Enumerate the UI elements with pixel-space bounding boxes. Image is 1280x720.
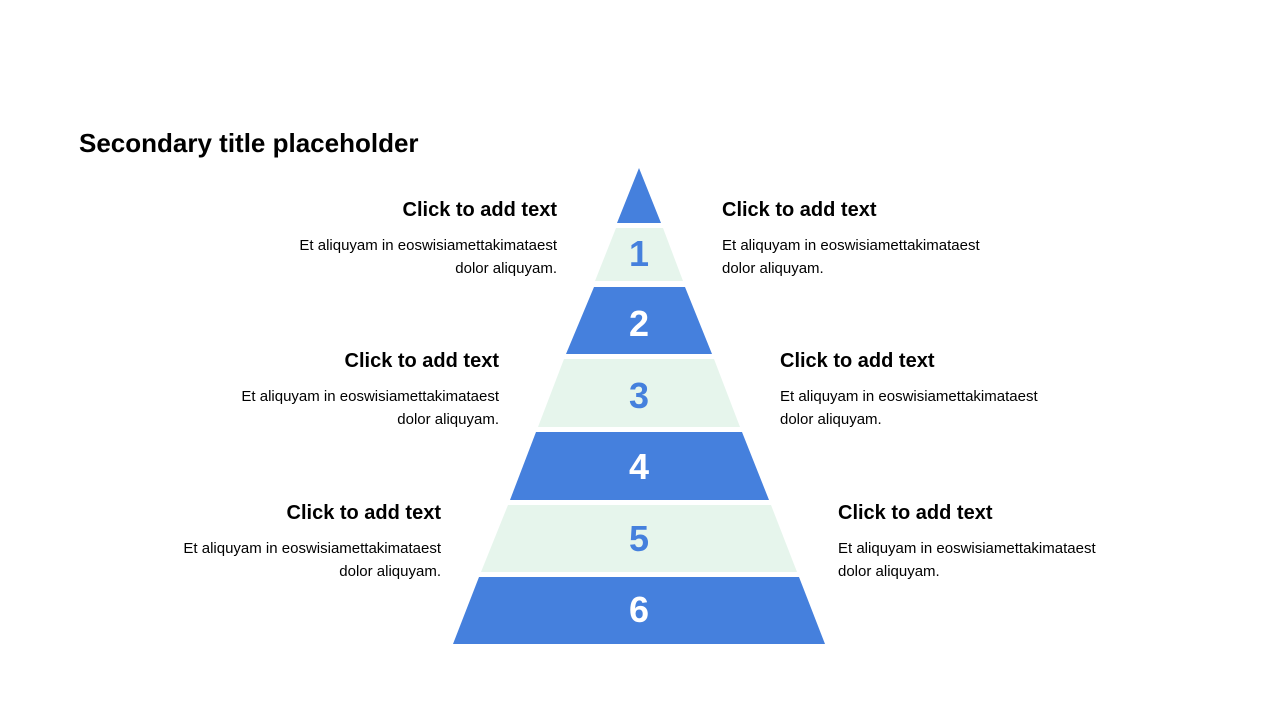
level-number-1: 1 bbox=[629, 233, 649, 274]
block-description: Et aliquyam in eoswisiamettakimataest dol… bbox=[257, 234, 557, 280]
desc-line: dolor aliquyam. bbox=[838, 563, 940, 580]
block-description: Et aliquyam in eoswisiamettakimataest dol… bbox=[199, 385, 499, 431]
desc-line: Et aliquyam in eoswisiamettakimataest bbox=[780, 388, 1038, 405]
block-description: Et aliquyam in eoswisiamettakimataest dol… bbox=[838, 537, 1138, 583]
level-number-6: 6 bbox=[629, 589, 649, 630]
text-block-right-2[interactable]: Click to add text Et aliquyam in eoswisi… bbox=[780, 349, 1080, 431]
text-block-left-1[interactable]: Click to add text Et aliquyam in eoswisi… bbox=[257, 198, 557, 280]
block-description: Et aliquyam in eoswisiamettakimataest dol… bbox=[722, 234, 1022, 280]
pyramid-level-2[interactable] bbox=[566, 287, 712, 354]
pyramid-apex bbox=[617, 168, 661, 223]
desc-line: dolor aliquyam. bbox=[780, 411, 882, 428]
text-block-right-3[interactable]: Click to add text Et aliquyam in eoswisi… bbox=[838, 501, 1138, 583]
block-heading: Click to add text bbox=[838, 502, 993, 524]
block-description: Et aliquyam in eoswisiamettakimataest dol… bbox=[141, 537, 441, 583]
pyramid-level-6[interactable] bbox=[453, 577, 825, 644]
block-heading: Click to add text bbox=[286, 502, 441, 524]
level-number-3: 3 bbox=[629, 375, 649, 416]
desc-line: dolor aliquyam. bbox=[397, 411, 499, 428]
pyramid-level-4[interactable] bbox=[510, 432, 769, 500]
text-block-left-3[interactable]: Click to add text Et aliquyam in eoswisi… bbox=[141, 501, 441, 583]
pyramid-level-3[interactable] bbox=[538, 359, 740, 427]
level-number-4: 4 bbox=[629, 446, 649, 487]
desc-line: Et aliquyam in eoswisiamettakimataest bbox=[299, 237, 557, 254]
desc-line: dolor aliquyam. bbox=[339, 563, 441, 580]
level-number-2: 2 bbox=[629, 303, 649, 344]
pyramid-level-5[interactable] bbox=[481, 505, 797, 572]
desc-line: dolor aliquyam. bbox=[722, 260, 824, 277]
block-heading: Click to add text bbox=[780, 350, 935, 372]
secondary-title[interactable]: Secondary title placeholder bbox=[79, 128, 419, 158]
pyramid-level-1[interactable] bbox=[595, 228, 683, 281]
desc-line: Et aliquyam in eoswisiamettakimataest bbox=[838, 540, 1096, 557]
desc-line: Et aliquyam in eoswisiamettakimataest bbox=[183, 540, 441, 557]
block-description: Et aliquyam in eoswisiamettakimataest dol… bbox=[780, 385, 1080, 431]
block-heading: Click to add text bbox=[344, 350, 499, 372]
text-block-right-1[interactable]: Click to add text Et aliquyam in eoswisi… bbox=[722, 198, 1022, 280]
desc-line: Et aliquyam in eoswisiamettakimataest bbox=[241, 388, 499, 405]
block-heading: Click to add text bbox=[402, 199, 557, 221]
text-block-left-2[interactable]: Click to add text Et aliquyam in eoswisi… bbox=[199, 349, 499, 431]
level-number-5: 5 bbox=[629, 518, 649, 559]
desc-line: dolor aliquyam. bbox=[455, 260, 557, 277]
block-heading: Click to add text bbox=[722, 199, 877, 221]
desc-line: Et aliquyam in eoswisiamettakimataest bbox=[722, 237, 980, 254]
